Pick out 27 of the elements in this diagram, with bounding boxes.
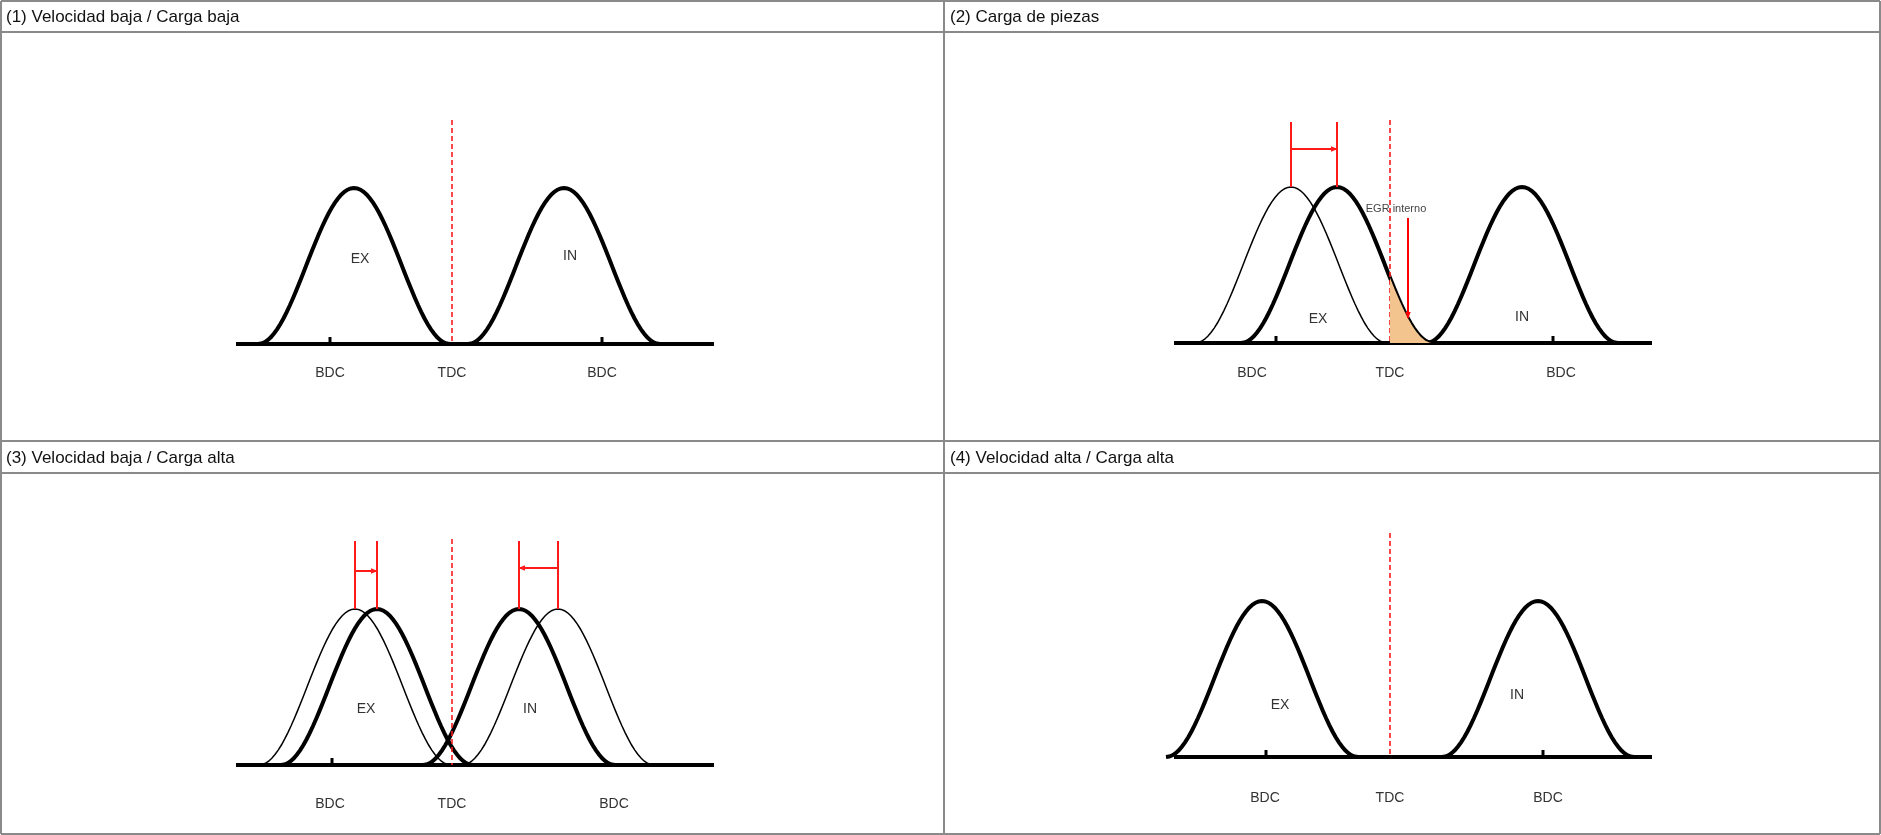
panel-heading: (1) Velocidad baja / Carga baja — [6, 8, 240, 25]
callout-label: EGR interno — [1365, 202, 1427, 214]
leader-line — [1405, 217, 1411, 319]
axis-label: BDC — [1546, 365, 1576, 379]
panel-heading: (3) Velocidad baja / Carga alta — [6, 449, 235, 466]
curve-label: EX — [350, 251, 370, 265]
axis-label: TDC — [1375, 365, 1405, 379]
curve-label: EX — [1308, 311, 1328, 325]
axis-label: BDC — [587, 365, 617, 379]
axis-label: BDC — [1250, 790, 1280, 804]
curve-label: IN — [1515, 309, 1529, 323]
curve-label: IN — [523, 701, 537, 715]
panel-heading: (2) Carga de piezas — [950, 8, 1100, 25]
axis-label: TDC — [437, 365, 467, 379]
curve-label: IN — [563, 248, 577, 262]
curve-label: IN — [1510, 687, 1524, 701]
panel-heading: (4) Velocidad alta / Carga alta — [950, 449, 1174, 466]
axis-label: BDC — [315, 796, 345, 810]
axis-label: BDC — [1237, 365, 1267, 379]
curve-label: EX — [1270, 697, 1290, 711]
axis-label: BDC — [315, 365, 345, 379]
axis-label: TDC — [437, 796, 467, 810]
axis-label: BDC — [599, 796, 629, 810]
shaded-area — [1390, 277, 1433, 343]
curve-label: EX — [356, 701, 376, 715]
axis-label: TDC — [1375, 790, 1405, 804]
axis-label: BDC — [1533, 790, 1563, 804]
